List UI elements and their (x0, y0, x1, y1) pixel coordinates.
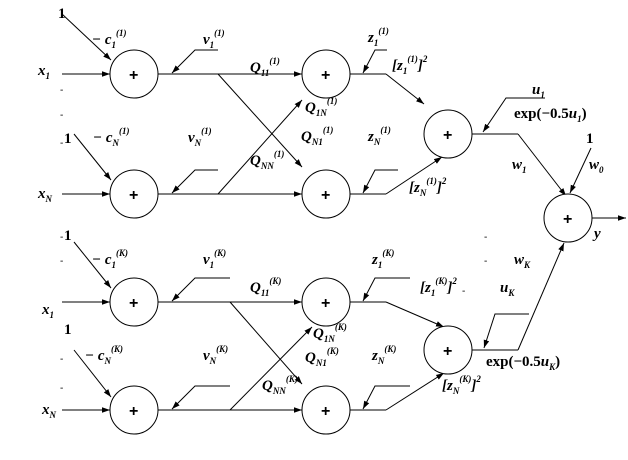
square-to-sum-arrow (385, 301, 445, 328)
exp-label: exp(−0.5uK) (486, 354, 560, 372)
x-input-label: x1 (37, 63, 50, 81)
block1-input-row-N: 1 − cN(1) xN + vN(1) QNN(1) + zN(1) [zN(… (37, 125, 447, 219)
square-to-sum-arrow (385, 73, 425, 105)
plus-symbol: + (129, 67, 138, 84)
v-label: vN(1) (188, 126, 212, 148)
z-label: z1(K) (371, 248, 394, 270)
u-feedback-arrow (482, 97, 545, 133)
q-label: QNN(1) (250, 149, 284, 171)
plus-symbol: + (321, 295, 330, 312)
q-label: QNN(K) (262, 374, 298, 396)
neg-c-label: − c1(K) (92, 248, 128, 270)
u-feedback-arrow (483, 313, 529, 349)
ellipsis-mark: - (462, 286, 465, 297)
v-label: v1(1) (203, 28, 225, 50)
x-input-label: xN (41, 402, 57, 420)
block1-input-row-1: 1 − c1(1) x1 + v1(1) Q11(1) + z1(1) [z1(… (37, 6, 428, 168)
neg-c-label: − c1(1) (92, 28, 127, 50)
z-squared-label: [z1(1)]2 (392, 54, 428, 76)
v-label: v1(K) (203, 248, 226, 270)
ellipsis-mark: - (60, 85, 63, 96)
z-squared-label: [zN(1)]2 (409, 176, 447, 198)
v-feedback-arrow (171, 277, 230, 302)
bias-one-label: 1 (64, 322, 72, 338)
ellipsis-mark: - (484, 232, 487, 243)
q-cross-label: Q1N(1) (305, 96, 337, 118)
output-section: + 1 w0 y - - (484, 131, 626, 267)
w0-arrow (569, 147, 592, 194)
plus-symbol: + (129, 295, 138, 312)
z-feedback-arrow (362, 49, 387, 74)
exp-label: exp(−0.5u1) (514, 106, 587, 124)
z-label: z1(1) (367, 26, 389, 48)
q-label: Q11(K) (250, 276, 281, 298)
z-feedback-arrow (362, 385, 410, 410)
plus-symbol: + (443, 127, 452, 144)
ellipsis-mark: - (484, 256, 487, 267)
blockK-input-row-N: 1 − cN(K) - - xN + vN(K) QNN(K) + zN(K) … (41, 322, 481, 435)
neg-c-label: − cN(1) (93, 126, 130, 148)
q-cross-arrow (217, 73, 303, 168)
bias-one-label: 1 (58, 6, 66, 22)
plus-symbol: + (129, 403, 138, 420)
z-squared-label: [zN(K)]2 (442, 374, 481, 396)
v-label: vN(K) (203, 344, 228, 366)
q-cross-label: Q1N(K) (313, 322, 347, 344)
u-label: u1 (532, 82, 545, 100)
neg-c-label: − cN(K) (85, 344, 123, 366)
ellipsis-mark: - (60, 232, 63, 243)
q-cross-label: QN1(K) (305, 346, 339, 368)
ellipsis-mark: - (60, 354, 63, 365)
bias-arrow (73, 241, 112, 289)
blockK-input-row-1: 1 − c1(K) x1 + v1(K) Q11(K) + z1(K) [z1(… (41, 228, 465, 385)
z-squared-label: [z1(K)]2 (420, 276, 457, 298)
bias-arrow (61, 13, 112, 61)
bias-one-label: 1 (64, 131, 72, 147)
block-1: 1 − c1(1) x1 + v1(1) Q11(1) + z1(1) [z1(… (37, 6, 587, 219)
q-label: Q11(1) (250, 56, 280, 78)
plus-symbol: + (321, 403, 330, 420)
square-to-sum-arrow (385, 372, 445, 411)
w1-arrow (517, 133, 567, 197)
z-label: zN(1) (367, 125, 391, 147)
z-label: zN(K) (371, 344, 396, 366)
plus-symbol: + (321, 67, 330, 84)
q-cross-arrow-up (229, 326, 313, 411)
wK-arrow (517, 242, 565, 351)
plus-symbol: + (563, 211, 572, 228)
z-feedback-arrow (362, 277, 410, 302)
ellipsis-mark: - (60, 138, 63, 149)
q-cross-arrow-up (217, 99, 303, 195)
plus-symbol: + (321, 187, 330, 204)
plus-symbol: + (443, 343, 452, 360)
ellipsis-mark: - (60, 256, 63, 267)
square-to-sum-arrow (385, 156, 443, 195)
bias-arrow (73, 133, 112, 181)
x-input-label: xN (37, 186, 53, 204)
ellipsis-mark: - (60, 110, 63, 121)
x-input-label: x1 (41, 302, 54, 320)
v-feedback-arrow (171, 385, 230, 410)
block-K: - - 1 − c1(K) x1 + v1(K) Q11(K) + z1(K) … (41, 228, 565, 435)
y-output-label: y (592, 226, 601, 242)
output-bias-label: 1 (586, 131, 594, 147)
w-label: w1 (512, 157, 527, 175)
ellipsis-mark: - (60, 383, 63, 394)
bias-arrow (73, 349, 112, 398)
q-cross-arrow (229, 301, 303, 385)
w-label: wK (514, 252, 531, 270)
q-cross-label: QN1(1) (301, 125, 333, 147)
bias-one-label: 1 (64, 228, 72, 244)
w0-label: w0 (589, 157, 604, 175)
u-label: uK (500, 280, 515, 298)
v-feedback-arrow (171, 169, 218, 194)
z-feedback-arrow (362, 169, 398, 194)
plus-symbol: + (129, 187, 138, 204)
v-feedback-arrow (171, 49, 218, 74)
